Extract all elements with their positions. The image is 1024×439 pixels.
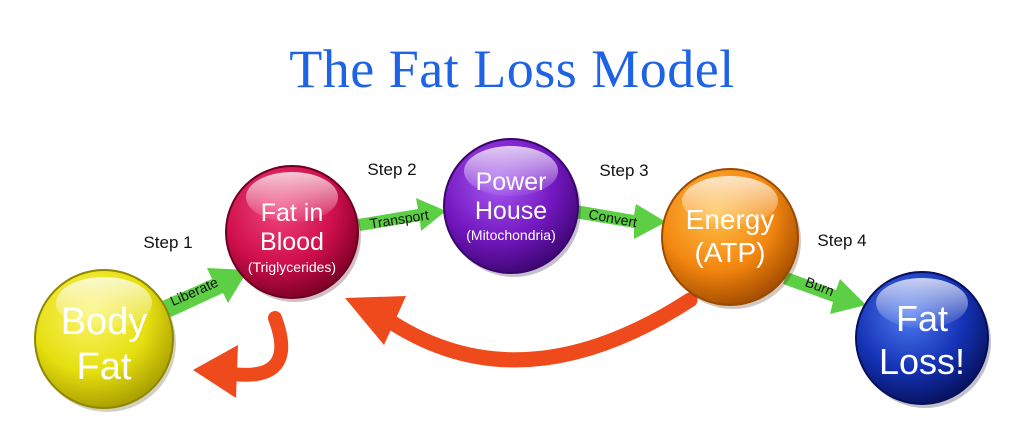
return-arrow-energy-to-blood — [345, 292, 698, 368]
arrow-transport: Transport — [358, 198, 446, 232]
node-body-fat-line-1: Body — [61, 301, 148, 343]
node-power-house-sub: (Mitochondria) — [466, 227, 555, 243]
step-label-2: Step 2 — [367, 160, 416, 179]
return-arrow-blood-to-body-fat — [193, 311, 289, 398]
node-power-house-line-2: House — [475, 197, 547, 225]
node-fat-loss-line-2: Loss! — [879, 341, 965, 382]
step-label-1: Step 1 — [143, 233, 192, 252]
step-label-3: Step 3 — [599, 161, 648, 180]
node-body-fat: Body Fat — [34, 269, 176, 412]
node-energy-line-2: (ATP) — [694, 237, 765, 268]
node-fat-in-blood-line-1: Fat in — [261, 199, 324, 227]
node-fat-loss-line-1: Fat — [896, 298, 948, 339]
node-fat-in-blood-line-2: Blood — [260, 228, 324, 256]
node-energy: Energy (ATP) — [661, 168, 801, 309]
arrow-convert: Convert — [574, 204, 666, 239]
node-power-house-line-1: Power — [476, 168, 547, 196]
arrow-liberate: Liberate — [160, 268, 248, 317]
arrow-label-convert: Convert — [587, 206, 638, 230]
node-power-house: Power House (Mitochondria) — [443, 138, 581, 277]
node-fat-in-blood: Fat in Blood (Triglycerides) — [225, 165, 361, 302]
node-fat-in-blood-sub: (Triglycerides) — [248, 259, 336, 275]
arrow-burn: Burn — [783, 272, 866, 314]
node-fat-loss: Fat Loss! — [855, 271, 991, 408]
node-body-fat-line-2: Fat — [77, 346, 132, 388]
step-label-4: Step 4 — [817, 231, 866, 250]
diagram-title: The Fat Loss Model — [289, 39, 735, 99]
node-energy-line-1: Energy — [686, 204, 775, 235]
